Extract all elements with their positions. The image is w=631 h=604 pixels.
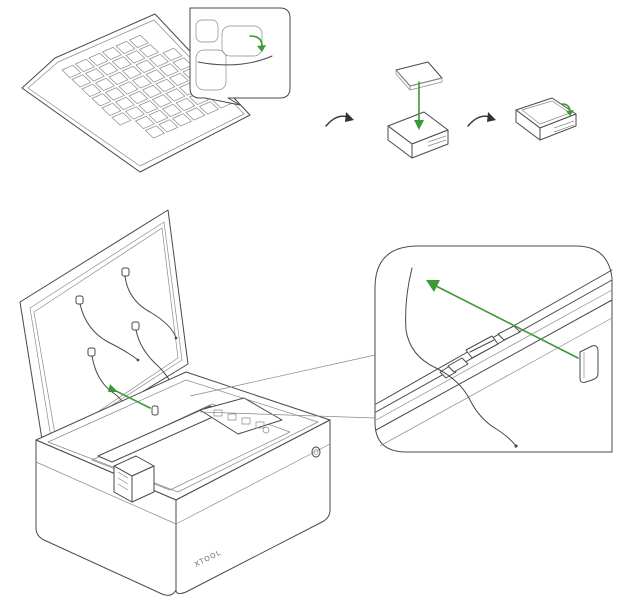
pad-cutout: [112, 56, 132, 70]
pad-cutout: [155, 78, 176, 92]
pad-cutout: [111, 112, 132, 126]
cable-clip-small: [151, 405, 159, 416]
next-step-arrow-icon: [325, 112, 354, 127]
pad-cutout: [135, 115, 155, 129]
pad-cutout: [169, 72, 189, 86]
pad-cutout: [128, 90, 149, 104]
pad-cutout: [129, 34, 149, 48]
pad-cutout: [175, 97, 196, 111]
pad-cutout: [139, 44, 159, 58]
pad-cutout: [149, 53, 169, 67]
mount-arrow-large-icon: [426, 280, 579, 359]
pad-cutout: [81, 83, 102, 97]
pad-cutout: [105, 87, 125, 101]
rotate-arrow-icon: [249, 35, 263, 47]
pad-cutout: [172, 113, 192, 127]
pad-cutout: [145, 69, 166, 83]
laser-module: [113, 455, 155, 503]
pad-cutout: [102, 46, 122, 60]
pad-sheet: [21, 13, 251, 173]
mount-arrow-small-icon: [108, 384, 151, 409]
cable-clip-large: [579, 345, 599, 383]
pad-cutout: [185, 107, 206, 121]
pad-cutout: [101, 102, 122, 116]
pad-cutout: [118, 81, 139, 95]
pad-cutout: [165, 88, 186, 102]
pad-cutout: [115, 96, 135, 110]
pad-cutout: [135, 59, 156, 73]
pad-cutout: [138, 100, 159, 114]
pad-piece: [395, 61, 443, 91]
laser-gantry: [91, 397, 291, 503]
pad-cutout: [75, 58, 95, 72]
pad-cutout: [132, 75, 152, 89]
pad-cutout: [145, 125, 165, 139]
pad-cutout: [125, 106, 145, 120]
next-step-arrow-icon: [467, 112, 496, 127]
pad-cutout: [71, 74, 92, 88]
pad-cutout: [159, 63, 179, 77]
enclosure-lid: [19, 209, 189, 453]
pad-cutout: [98, 62, 119, 76]
pad-cutout: [61, 64, 82, 78]
pad-cutout: [125, 50, 146, 64]
pad-cutout: [88, 52, 109, 66]
pad-cutout: [95, 77, 115, 91]
pad-cutout: [199, 101, 219, 115]
clip-zoom-callout: [374, 245, 613, 453]
pad-cutout: [122, 65, 142, 79]
foot-with-pad: [515, 97, 577, 141]
pad-cutout: [162, 47, 183, 61]
foot-block: [387, 111, 449, 159]
pad-cutout: [85, 68, 105, 82]
pad-cutout: [142, 84, 162, 98]
pad-cutout: [152, 94, 172, 108]
pad-cutout: [162, 103, 182, 117]
pad-cutout: [148, 109, 169, 123]
callout-leaders: [189, 354, 376, 419]
down-arrow-icon: [414, 81, 424, 130]
pad-cutout: [91, 93, 112, 107]
pad-cutout: [158, 119, 179, 133]
pad-cutout: [115, 40, 136, 54]
pad-cutout: [108, 71, 129, 85]
pad-zoom-callout: [189, 7, 291, 106]
enclosure-body: XTOOL: [35, 371, 331, 596]
